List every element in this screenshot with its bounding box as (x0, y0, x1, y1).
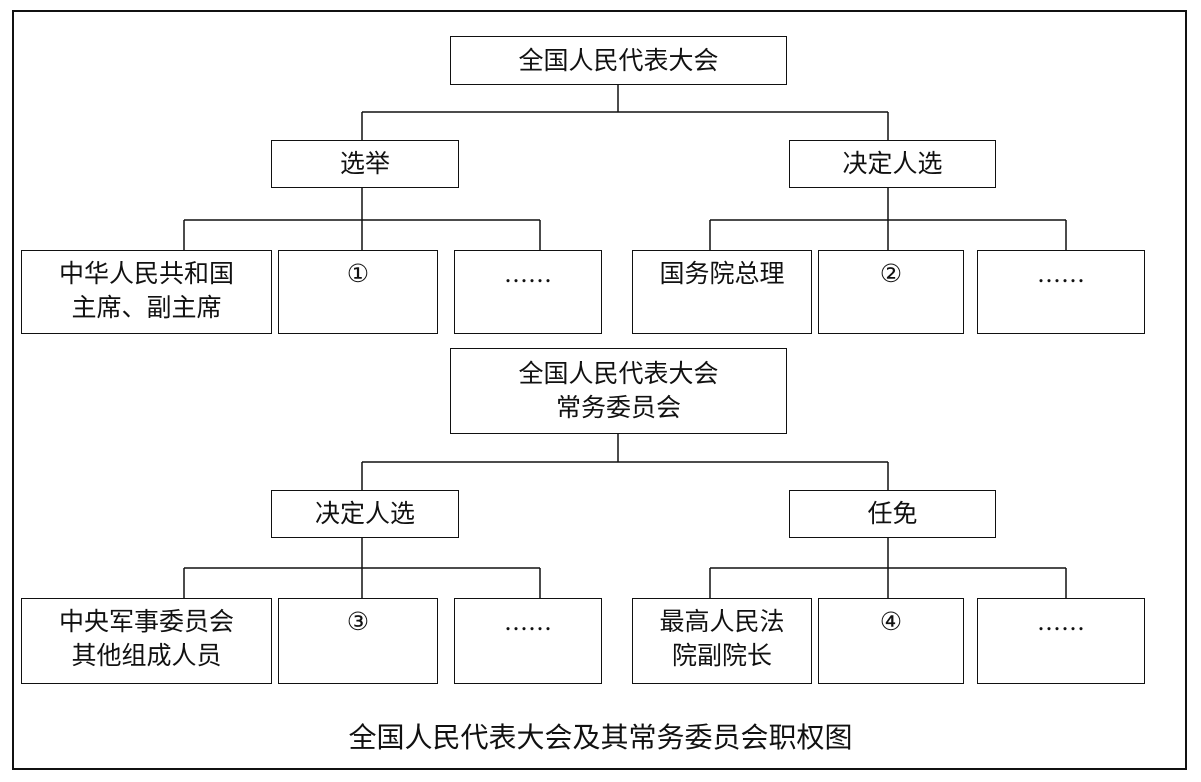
npc-root-label: 全国人民代表大会 (518, 45, 719, 75)
leaf-blank-4-label: ④ (879, 607, 903, 636)
npc-decide-label: 决定人选 (842, 149, 943, 178)
leaf-cmc-line1: 中央军事委员会 (58, 607, 234, 636)
appoint-label: 任免 (867, 499, 918, 528)
leaf-blank-3-label: ③ (346, 607, 370, 636)
outer-border (12, 10, 1187, 770)
leaf-etc-4-label: …… (1037, 608, 1085, 636)
leaf-vice-president-court: 最高人民法 院副院长 (632, 598, 812, 684)
leaf-cmc-line2: 其他组成人员 (71, 641, 222, 670)
npc-root-box: 全国人民代表大会 (450, 36, 787, 85)
standing-root-box: 全国人民代表大会 常务委员会 (450, 348, 787, 434)
leaf-president: 中华人民共和国 主席、副主席 (21, 250, 272, 334)
leaf-president-line1: 中华人民共和国 (58, 259, 234, 288)
leaf-court-line1: 最高人民法 (659, 607, 785, 636)
leaf-court-line2: 院副院长 (671, 641, 772, 670)
standing-decide-label: 决定人选 (314, 499, 415, 528)
leaf-etc-3: …… (454, 598, 602, 684)
leaf-etc-3-label: …… (504, 608, 552, 636)
leaf-blank-2: ② (818, 250, 964, 334)
leaf-blank-1-label: ① (346, 259, 370, 288)
leaf-blank-4: ④ (818, 598, 964, 684)
leaf-premier: 国务院总理 (632, 250, 812, 334)
appoint-box: 任免 (789, 490, 996, 538)
standing-root-line2: 常务委员会 (555, 393, 681, 422)
leaf-cmc: 中央军事委员会 其他组成人员 (21, 598, 272, 684)
leaf-blank-2-label: ② (879, 259, 903, 288)
leaf-etc-2: …… (977, 250, 1145, 334)
leaf-etc-1: …… (454, 250, 602, 334)
leaf-etc-2-label: …… (1037, 260, 1085, 288)
leaf-blank-1: ① (278, 250, 438, 334)
elect-box: 选举 (271, 140, 459, 188)
standing-root-line1: 全国人民代表大会 (518, 359, 719, 388)
leaf-blank-3: ③ (278, 598, 438, 684)
standing-decide-box: 决定人选 (271, 490, 459, 538)
elect-label: 选举 (339, 149, 390, 178)
leaf-etc-1-label: …… (504, 260, 552, 288)
leaf-president-line2: 主席、副主席 (71, 293, 222, 322)
leaf-premier-label: 国务院总理 (659, 259, 785, 288)
leaf-etc-4: …… (977, 598, 1145, 684)
npc-decide-box: 决定人选 (789, 140, 996, 188)
diagram-caption: 全国人民代表大会及其常务委员会职权图 (348, 721, 853, 754)
